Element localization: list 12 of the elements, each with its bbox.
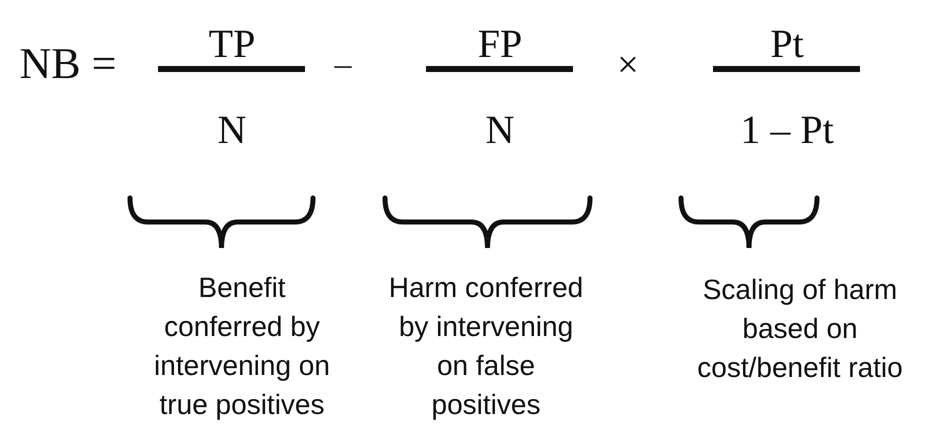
formula-term: FP bbox=[478, 24, 522, 64]
formula-term: N bbox=[218, 110, 246, 150]
caption-text: Scaling of harm based on cost/benefit ratio bbox=[696, 273, 904, 385]
caption-text: Harm conferred by intervening on false positives bbox=[388, 271, 584, 422]
formula-term: Pt bbox=[770, 24, 804, 64]
formula-term: N bbox=[486, 110, 514, 150]
caption-text: Benefit conferred by intervening on true positives bbox=[153, 271, 331, 422]
formula-term: × bbox=[617, 46, 639, 84]
formula-term: NB = bbox=[20, 42, 116, 86]
formula-term: – bbox=[334, 48, 352, 82]
formula-term: 1 – Pt bbox=[740, 110, 834, 150]
formula-term: TP bbox=[208, 24, 256, 64]
